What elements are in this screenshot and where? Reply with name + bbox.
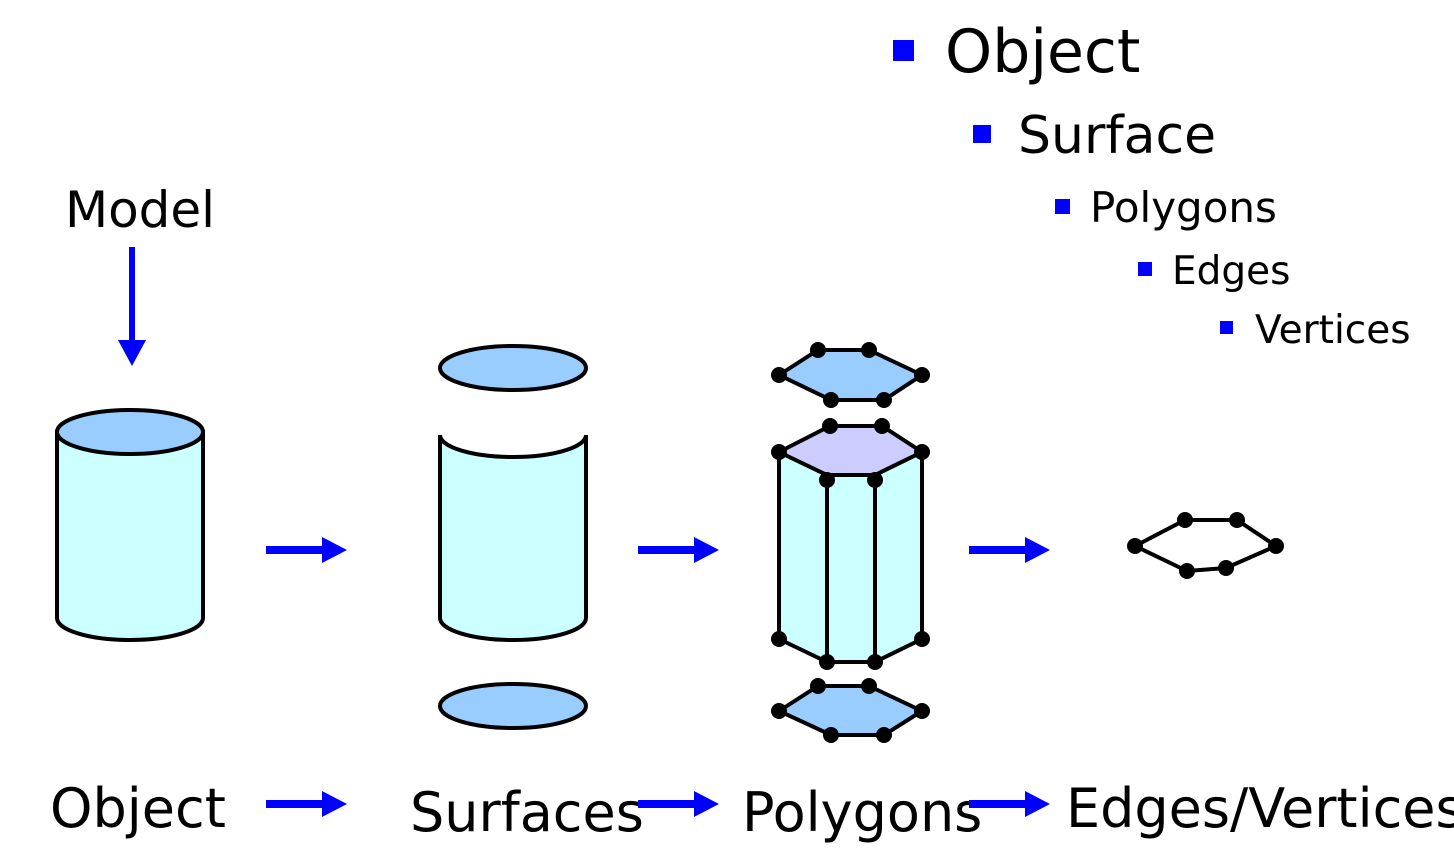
bottom-cap-surface: [438, 682, 588, 730]
model-arrow: [118, 247, 146, 366]
label-edges-vertices: Edges/Vertices: [1066, 777, 1454, 840]
prism-side-faces: [777, 448, 924, 664]
bottom-arrows: [266, 791, 1050, 817]
bottom-cap-polygon: [774, 684, 927, 737]
hierarchy-item-surface: Surface: [1018, 106, 1216, 166]
cylinder-object: [55, 408, 205, 642]
hierarchy-item-polygons: Polygons: [1090, 183, 1277, 232]
middle-arrows: [266, 537, 1050, 563]
hierarchy-item-vertices: Vertices: [1255, 308, 1411, 353]
vertex-dots: [771, 342, 930, 743]
bullet-icon: [1055, 199, 1070, 214]
label-object: Object: [50, 777, 226, 840]
bullet-icon: [1220, 321, 1233, 334]
bullet-icon: [893, 40, 914, 61]
label-polygons: Polygons: [742, 781, 982, 844]
label-surfaces: Surfaces: [410, 781, 644, 844]
edges-vertices-hexagon: [1127, 512, 1284, 579]
top-cap-polygon: [774, 348, 927, 402]
polygon-prism: [771, 342, 930, 743]
hierarchy-item-edges: Edges: [1172, 249, 1290, 294]
bullet-icon: [1138, 262, 1152, 276]
side-surface: [438, 434, 588, 642]
hierarchy-list: Object Surface Polygons Edges Vertices: [893, 17, 1411, 353]
hierarchy-item-object: Object: [945, 17, 1140, 87]
top-cap-surface: [438, 344, 588, 392]
model-label: Model: [65, 181, 215, 239]
cylinder-surfaces: [438, 344, 588, 730]
bullet-icon: [973, 125, 991, 143]
